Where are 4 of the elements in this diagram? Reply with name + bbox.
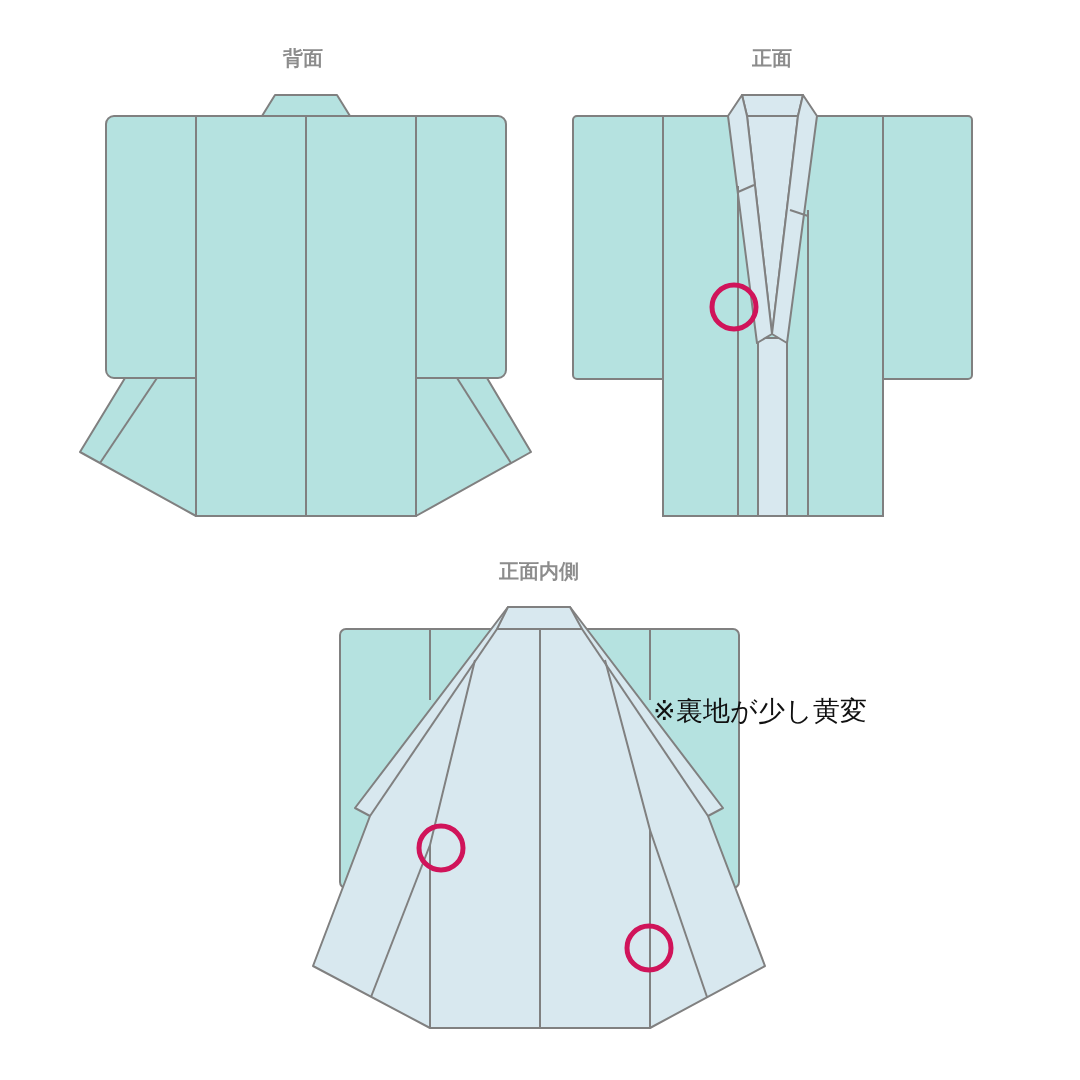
- panel-title: 背面: [283, 48, 323, 68]
- panel-title: 正面: [752, 48, 792, 68]
- panel-title: 正面内側: [499, 561, 579, 581]
- note-text: ※裏地が少し黄変: [653, 697, 867, 724]
